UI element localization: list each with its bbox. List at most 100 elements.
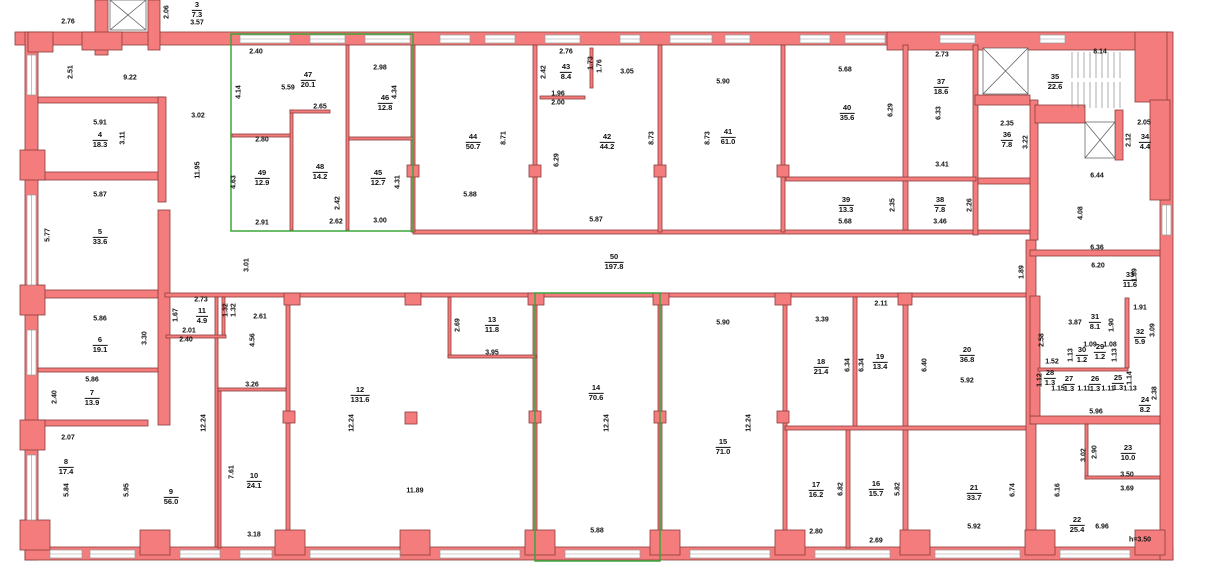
room-number: 36 xyxy=(1000,129,1014,141)
dimension-label: 2.26 xyxy=(966,198,974,212)
room-area: 4.4 xyxy=(1139,141,1151,151)
dimension-label: 5.88 xyxy=(590,527,604,535)
dimension-label: 2.91 xyxy=(255,219,269,227)
room-number: 13 xyxy=(484,315,500,326)
dimension-label: 2.73 xyxy=(935,51,949,59)
dimension-label: 5.92 xyxy=(960,377,974,385)
room-area: 15.7 xyxy=(868,488,884,498)
dimension-label: 1.11 xyxy=(1077,385,1091,393)
dimension-label: 2.90 xyxy=(1091,445,1099,459)
dimension-label: 4.56 xyxy=(249,333,257,347)
dimension-label: 5.84 xyxy=(63,483,71,497)
dimension-label: 1.32 xyxy=(222,303,230,317)
dimension-label: 5.91 xyxy=(93,119,107,127)
dimension-label: 3.18 xyxy=(247,531,261,539)
dimension-label: 5.95 xyxy=(123,483,131,497)
dimension-label: 6.82 xyxy=(837,482,845,496)
room-number: 30 xyxy=(1075,344,1089,356)
room-number: 34 xyxy=(1138,131,1152,143)
room-area: 7.8 xyxy=(934,204,946,214)
dimension-label: 1.90 xyxy=(1108,318,1116,332)
room-area: 20.1 xyxy=(300,79,316,89)
dimension-label: 4.08 xyxy=(1077,206,1085,220)
room-area: 18.3 xyxy=(92,139,108,149)
room-number: 27 xyxy=(1062,373,1076,385)
dimension-label: 2.80 xyxy=(809,528,823,536)
dimension-label: 2.11 xyxy=(874,300,888,308)
dimension-label: 5.96 xyxy=(1089,408,1103,416)
dimension-label: 1.89 xyxy=(1131,268,1139,282)
room-area: 19.1 xyxy=(92,344,108,354)
dimension-label: 2.42 xyxy=(540,65,548,79)
dimension-label: 5.90 xyxy=(716,78,730,86)
room-area: 14.2 xyxy=(312,171,328,181)
room-area: 24.1 xyxy=(246,480,262,490)
dimension-label: 2.07 xyxy=(61,434,75,442)
dimension-label: 1.11 xyxy=(1101,385,1115,393)
dimension-label: 1.12 xyxy=(1036,373,1044,387)
room-area: 8.2 xyxy=(1139,404,1151,414)
dimension-label: 1.14 xyxy=(1126,371,1134,385)
dimension-label: 6.29 xyxy=(887,103,895,117)
room-number: 5 xyxy=(92,227,108,238)
room-number: 46 xyxy=(377,93,393,104)
dimension-label: 12.24 xyxy=(745,414,753,432)
dimension-label: 6.74 xyxy=(1009,483,1017,497)
room-number: 32 xyxy=(1133,326,1147,338)
room-number: 20 xyxy=(959,345,975,356)
room-number: 40 xyxy=(839,103,855,114)
room-number: 19 xyxy=(872,352,888,363)
dimension-label: 5.92 xyxy=(967,523,981,531)
room-number: 24 xyxy=(1138,394,1152,406)
dimension-label: 6.34 xyxy=(844,358,852,372)
dimension-label: 2.76 xyxy=(61,18,75,26)
dimension-label: 11.95 xyxy=(194,161,202,179)
room-area: 1.3 xyxy=(1112,382,1124,392)
dimension-label: 6.20 xyxy=(1091,262,1105,270)
dimension-label: 3.02 xyxy=(191,112,205,120)
room-area: 8.1 xyxy=(1089,321,1101,331)
room-number: 17 xyxy=(808,480,824,491)
room-number: 26 xyxy=(1088,373,1102,385)
dimension-label: 1.08 xyxy=(1103,341,1117,349)
dimension-label: 2.00 xyxy=(551,99,565,107)
dimension-label: 6.34 xyxy=(858,358,866,372)
room-area: 36.8 xyxy=(959,354,975,364)
dimension-label: 2.73 xyxy=(194,296,208,304)
dimension-label: 2.01 xyxy=(182,327,196,335)
dimension-label: 5.86 xyxy=(93,315,107,323)
dimension-label: 8.73 xyxy=(648,131,656,145)
room-area: 71.0 xyxy=(715,446,731,456)
dimension-label: 2.62 xyxy=(329,218,343,226)
room-area: 10.0 xyxy=(1120,452,1136,462)
dimension-label: 5.87 xyxy=(93,191,107,199)
dimension-label: 4.34 xyxy=(391,85,399,99)
dimension-label: 5.59 xyxy=(281,84,295,92)
dimension-label: 6.33 xyxy=(935,106,943,120)
dimension-label: 2.69 xyxy=(454,318,462,332)
dimension-label: 2.51 xyxy=(67,65,75,79)
